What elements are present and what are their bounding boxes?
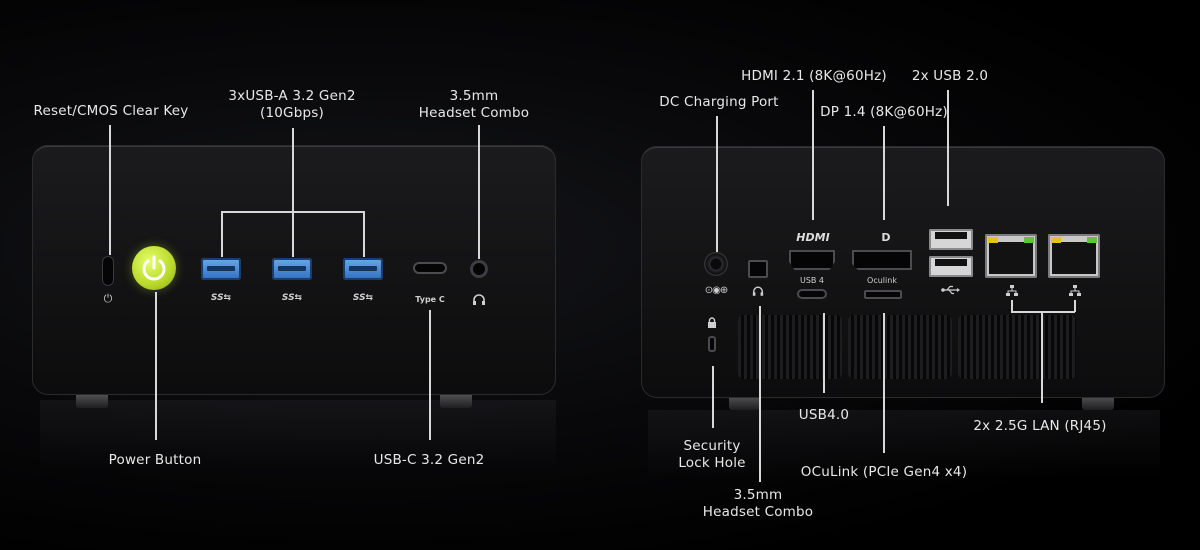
line-lan-bar bbox=[1011, 311, 1075, 313]
dp-logo: D bbox=[881, 231, 891, 244]
label-usb2: 2x USB 2.0 bbox=[911, 68, 989, 84]
headphone-icon-front bbox=[473, 294, 485, 305]
oculink-port[interactable] bbox=[864, 290, 902, 299]
dc-charging-port[interactable] bbox=[704, 252, 728, 276]
usb-ss-mark-3: SS⇆ bbox=[352, 293, 374, 303]
line-reset bbox=[109, 125, 111, 255]
label-dp: DP 1.4 (8K@60Hz) bbox=[820, 104, 948, 120]
hdmi-logo: HDMI bbox=[796, 231, 830, 244]
vent-3 bbox=[958, 315, 1076, 379]
line-dc bbox=[716, 116, 718, 252]
lock-icon bbox=[708, 317, 716, 328]
label-oculink: OCuLink (PCIe Gen4 x4) bbox=[800, 464, 968, 480]
label-lan: 2x 2.5G LAN (RJ45) bbox=[973, 418, 1107, 434]
line-lan-2 bbox=[1074, 300, 1076, 312]
displayport[interactable] bbox=[852, 250, 912, 270]
label-dc-charging: DC Charging Port bbox=[659, 94, 779, 110]
security-lock-hole[interactable] bbox=[708, 336, 716, 352]
line-usb-a-stem bbox=[292, 128, 294, 212]
oculink-mark: Oculink bbox=[867, 276, 897, 285]
label-usb-c: USB-C 3.2 Gen2 bbox=[373, 452, 485, 468]
vent-2 bbox=[848, 315, 952, 379]
back-foot-left bbox=[729, 394, 761, 410]
label-usb-a-2: (10Gbps) bbox=[260, 105, 324, 121]
label-power-button: Power Button bbox=[108, 452, 202, 468]
usb-a-port-2[interactable] bbox=[272, 258, 312, 280]
label-security-1: Security bbox=[683, 438, 741, 454]
line-usb2 bbox=[947, 90, 949, 206]
line-power bbox=[155, 292, 157, 440]
label-headset-front-2: Headset Combo bbox=[418, 105, 530, 121]
label-security-2: Lock Hole bbox=[678, 455, 746, 471]
usb-a-port-1[interactable] bbox=[201, 258, 241, 280]
headphone-icon-back bbox=[752, 286, 764, 296]
type-c-mark: Type C bbox=[415, 295, 445, 304]
front-foot-left bbox=[76, 392, 108, 408]
dc-symbol: ⊙◉⊕ bbox=[704, 285, 728, 296]
power-button[interactable] bbox=[132, 246, 176, 290]
usb4-mark: USB 4 bbox=[799, 276, 825, 285]
power-icon bbox=[142, 255, 166, 281]
label-hdmi: HDMI 2.1 (8K@60Hz) bbox=[741, 68, 887, 84]
usb2-port-top[interactable] bbox=[929, 229, 973, 250]
back-device-reflection bbox=[648, 410, 1160, 480]
audio-jack-front[interactable] bbox=[470, 260, 488, 278]
usb-icon bbox=[941, 285, 960, 295]
line-usb-a-3 bbox=[363, 211, 365, 257]
audio-jack-back[interactable] bbox=[748, 260, 768, 278]
usb4-port[interactable] bbox=[797, 289, 827, 299]
usb-ss-mark-1: SS⇆ bbox=[210, 293, 232, 303]
front-device-reflection bbox=[40, 400, 556, 470]
back-foot-right bbox=[1082, 394, 1114, 410]
label-usb4: USB4.0 bbox=[798, 407, 850, 423]
lan-icon-2 bbox=[1069, 285, 1081, 296]
line-hdmi bbox=[812, 90, 814, 220]
usb-c-port[interactable] bbox=[413, 262, 447, 274]
lan-port-2[interactable] bbox=[1048, 234, 1100, 278]
vent-1 bbox=[738, 315, 842, 379]
line-headset-back bbox=[759, 306, 761, 482]
label-usb-a-1: 3xUSB-A 3.2 Gen2 bbox=[228, 88, 356, 104]
line-usb-c bbox=[429, 310, 431, 440]
line-lan-1 bbox=[1011, 300, 1013, 312]
line-usb-a-2 bbox=[292, 211, 294, 257]
line-usb-a-1 bbox=[221, 211, 223, 257]
label-headset-back-2: Headset Combo bbox=[702, 504, 814, 520]
lan-icon-1 bbox=[1006, 285, 1018, 296]
line-headset-front bbox=[478, 125, 480, 259]
usb2-port-bottom[interactable] bbox=[929, 256, 973, 277]
label-headset-front-1: 3.5mm bbox=[449, 88, 499, 104]
line-security bbox=[712, 366, 714, 428]
label-headset-back-1: 3.5mm bbox=[733, 487, 783, 503]
front-foot-right bbox=[440, 392, 472, 408]
line-usb4 bbox=[823, 313, 825, 393]
hdmi-port[interactable] bbox=[789, 250, 835, 270]
lan-port-1[interactable] bbox=[985, 234, 1037, 278]
line-dp bbox=[883, 126, 885, 220]
line-oculink bbox=[883, 313, 885, 453]
usb-a-port-3[interactable] bbox=[343, 258, 383, 280]
usb-ss-mark-2: SS⇆ bbox=[281, 293, 303, 303]
line-lan-stem bbox=[1041, 311, 1043, 403]
reset-icon: ⏻ bbox=[103, 292, 113, 305]
reset-key[interactable] bbox=[102, 256, 114, 286]
label-reset-key: Reset/CMOS Clear Key bbox=[33, 103, 189, 119]
